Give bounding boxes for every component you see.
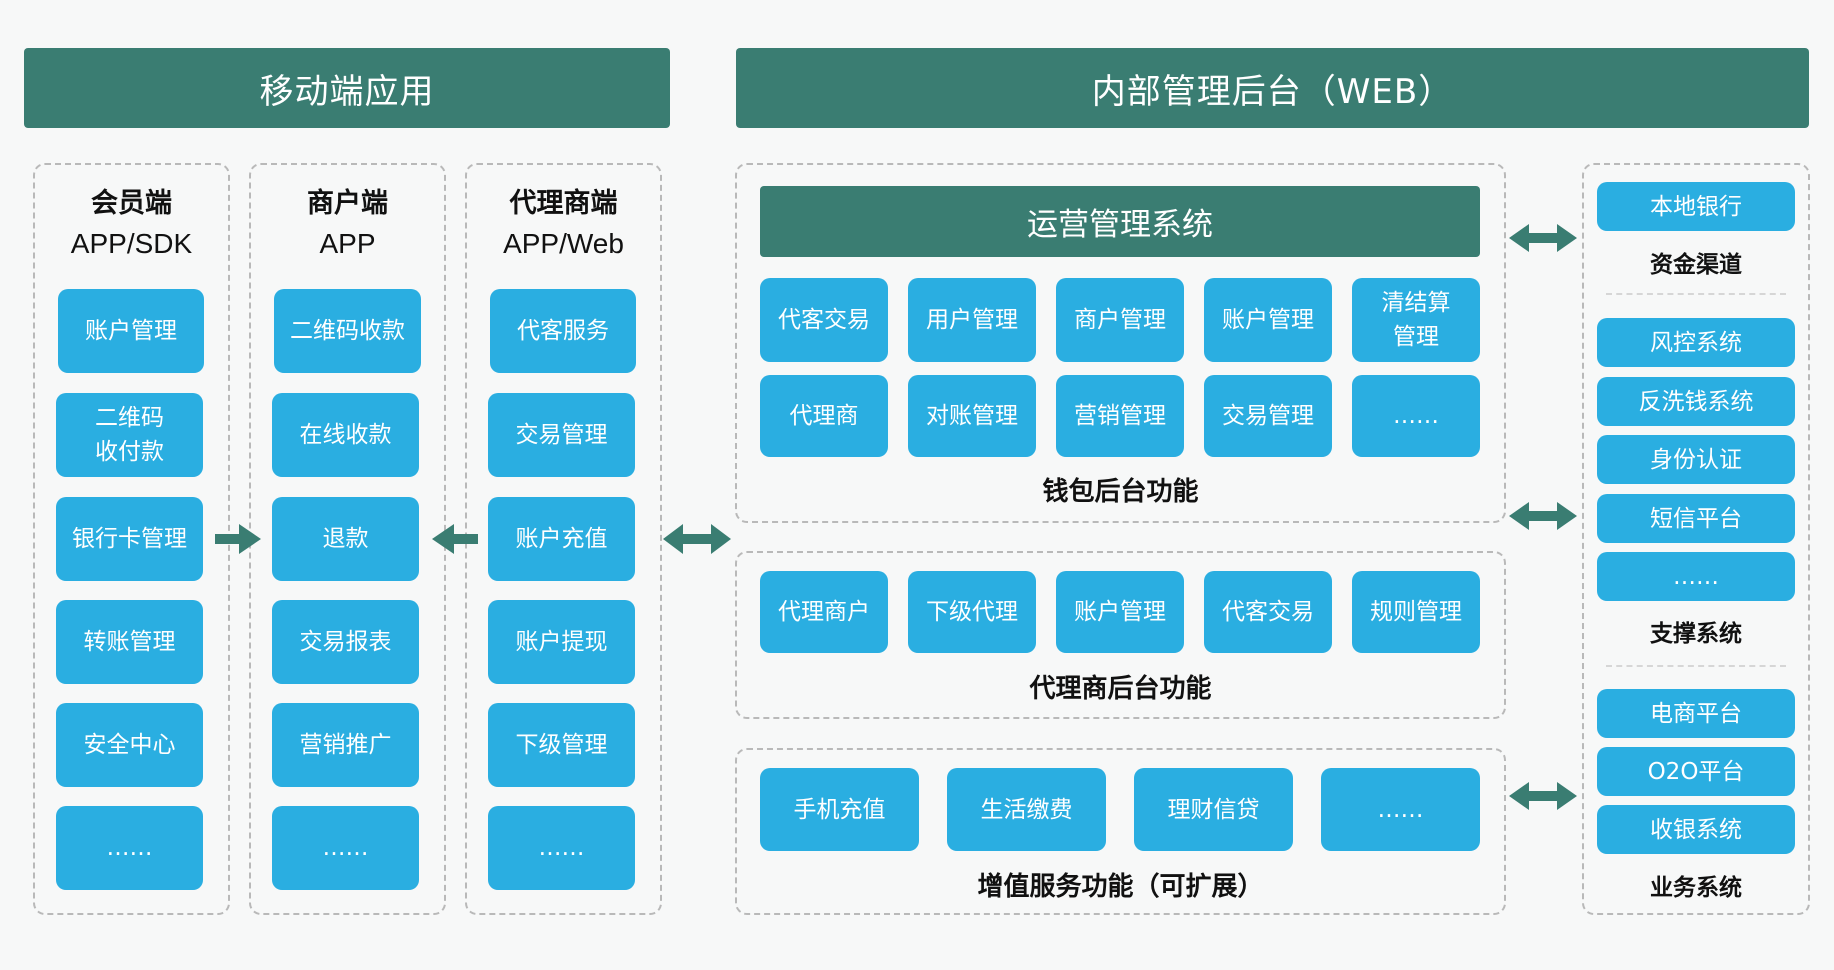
mobile-apps-header: 移动端应用 bbox=[24, 48, 670, 128]
risk-control-system[interactable]: 风控系统 bbox=[1597, 318, 1795, 367]
agent-account-withdraw[interactable]: 账户提现 bbox=[488, 600, 635, 684]
value-added-label: 增值服务功能（可扩展） bbox=[977, 872, 1264, 902]
local-bank[interactable]: 本地银行 bbox=[1597, 182, 1795, 231]
member-bank-card-mgmt[interactable]: 银行卡管理 bbox=[56, 497, 203, 581]
agent-backend-proxy-transaction[interactable]: 代客交易 bbox=[1204, 571, 1332, 653]
agent-backend-merchants[interactable]: 代理商户 bbox=[760, 571, 888, 653]
member-qr-pay[interactable]: 二维码 收付款 bbox=[56, 393, 203, 477]
ops-reconciliation-mgmt[interactable]: 对账管理 bbox=[908, 375, 1036, 457]
vas-more[interactable]: …… bbox=[1321, 768, 1480, 851]
agent-more[interactable]: …… bbox=[488, 806, 635, 890]
agent-backend-sub-agents[interactable]: 下级代理 bbox=[908, 571, 1036, 653]
arrow-left-icon bbox=[432, 524, 478, 554]
business-systems-label: 业务系统 bbox=[1650, 875, 1742, 901]
member-more[interactable]: …… bbox=[56, 806, 203, 890]
divider bbox=[1606, 665, 1786, 667]
ops-more[interactable]: …… bbox=[1352, 375, 1480, 457]
ops-user-mgmt[interactable]: 用户管理 bbox=[908, 278, 1036, 362]
web-admin-header: 内部管理后台（WEB） bbox=[736, 48, 1809, 128]
agent-backend-account-mgmt[interactable]: 账户管理 bbox=[1056, 571, 1184, 653]
external-systems-panel bbox=[1582, 163, 1810, 915]
vas-bill-payment[interactable]: 生活缴费 bbox=[947, 768, 1106, 851]
merchant-marketing[interactable]: 营销推广 bbox=[272, 703, 419, 787]
agent-backend-rules-mgmt[interactable]: 规则管理 bbox=[1352, 571, 1480, 653]
agent-transaction-mgmt[interactable]: 交易管理 bbox=[488, 393, 635, 477]
cashier-system[interactable]: 收银系统 bbox=[1597, 805, 1795, 854]
member-account-mgmt[interactable]: 账户管理 bbox=[58, 289, 204, 373]
merchant-refund[interactable]: 退款 bbox=[272, 497, 419, 581]
double-arrow-icon bbox=[1509, 502, 1577, 530]
agent-account-topup[interactable]: 账户充值 bbox=[488, 497, 635, 581]
ecommerce-platform[interactable]: 电商平台 bbox=[1597, 689, 1795, 738]
member-security-center[interactable]: 安全中心 bbox=[56, 703, 203, 787]
ops-proxy-transaction[interactable]: 代客交易 bbox=[760, 278, 888, 362]
merchant-online-receive[interactable]: 在线收款 bbox=[272, 393, 419, 477]
merchant-qr-receive[interactable]: 二维码收款 bbox=[274, 289, 421, 373]
double-arrow-icon bbox=[1509, 224, 1577, 252]
agent-backend-label: 代理商后台功能 bbox=[1029, 674, 1212, 704]
vas-mobile-topup[interactable]: 手机充值 bbox=[760, 768, 919, 851]
funds-channel-label: 资金渠道 bbox=[1650, 252, 1742, 278]
ops-transaction-mgmt[interactable]: 交易管理 bbox=[1204, 375, 1332, 457]
ops-merchant-mgmt[interactable]: 商户管理 bbox=[1056, 278, 1184, 362]
sms-platform[interactable]: 短信平台 bbox=[1597, 494, 1795, 543]
ops-marketing-mgmt[interactable]: 营销管理 bbox=[1056, 375, 1184, 457]
double-arrow-icon bbox=[663, 524, 731, 554]
divider bbox=[1606, 293, 1786, 295]
ops-clearing-mgmt[interactable]: 清结算 管理 bbox=[1352, 278, 1480, 362]
member-transfer-mgmt[interactable]: 转账管理 bbox=[56, 600, 203, 684]
merchant-more[interactable]: …… bbox=[272, 806, 419, 890]
agent-proxy-service[interactable]: 代客服务 bbox=[490, 289, 636, 373]
double-arrow-icon bbox=[1509, 782, 1577, 810]
vas-wealth-loan[interactable]: 理财信贷 bbox=[1134, 768, 1293, 851]
agent-sub-agent-mgmt[interactable]: 下级管理 bbox=[488, 703, 635, 787]
o2o-platform[interactable]: O2O平台 bbox=[1597, 747, 1795, 796]
support-more[interactable]: …… bbox=[1597, 552, 1795, 601]
ops-agent[interactable]: 代理商 bbox=[760, 375, 888, 457]
ops-system-header: 运营管理系统 bbox=[760, 186, 1480, 257]
merchant-transaction-report[interactable]: 交易报表 bbox=[272, 600, 419, 684]
arrow-right-icon bbox=[215, 524, 261, 554]
support-systems-label: 支撑系统 bbox=[1650, 621, 1742, 647]
wallet-backend-label: 钱包后台功能 bbox=[1042, 477, 1199, 507]
ops-account-mgmt[interactable]: 账户管理 bbox=[1204, 278, 1332, 362]
value-added-panel bbox=[735, 748, 1506, 915]
anti-money-laundering-system[interactable]: 反洗钱系统 bbox=[1597, 377, 1795, 426]
identity-verification[interactable]: 身份认证 bbox=[1597, 435, 1795, 484]
wallet-backend-panel bbox=[735, 163, 1506, 523]
agent-backend-panel bbox=[735, 551, 1506, 719]
